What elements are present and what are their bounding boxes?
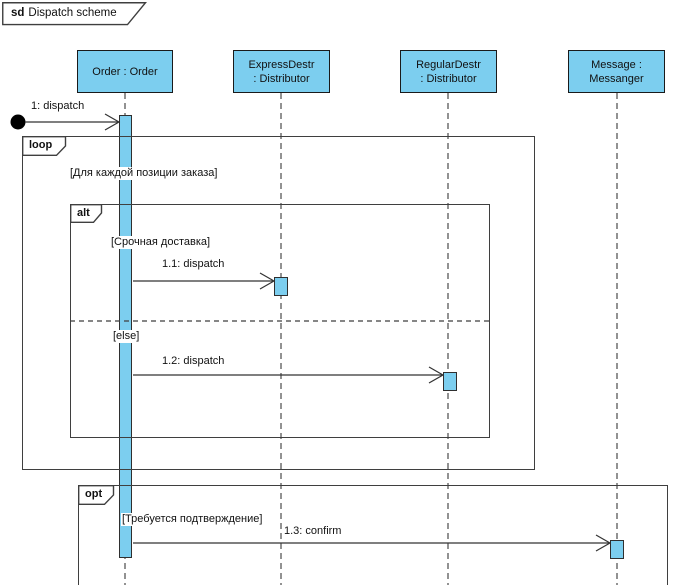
pentagon-shape — [70, 204, 103, 223]
lifeline-head-express-destr: ExpressDestr: Distributor — [233, 50, 330, 93]
pentagon-shape — [22, 136, 67, 156]
title-name: Dispatch scheme — [28, 7, 117, 19]
message-label-1: 1: dispatch — [30, 100, 86, 113]
arrowhead-icon — [104, 113, 121, 131]
fragment-opt — [78, 485, 668, 585]
message-label-1-3: 1.3: confirm — [283, 525, 343, 538]
arrowhead-icon — [428, 366, 445, 384]
activation-regular-destr — [443, 372, 457, 391]
arrowhead-icon — [259, 272, 276, 290]
lifeline-head-messanger: Message :Messanger — [568, 50, 665, 93]
activation-messanger — [610, 540, 624, 559]
guard-alt-1: [Срочная доставка] — [110, 236, 212, 249]
guard-loop: [Для каждой позиции заказа] — [69, 167, 219, 180]
message-label-1-1: 1.1: dispatch — [161, 258, 226, 271]
initial-node-icon — [10, 114, 26, 130]
lifeline-name: Message : — [591, 58, 642, 71]
guard-alt-else: [else] — [112, 330, 141, 343]
activation-express-destr — [274, 277, 288, 296]
lifeline-name: Order : Order — [92, 65, 158, 78]
operator-text: opt — [85, 488, 103, 500]
lifeline-name-line2: : Distributor — [420, 72, 477, 85]
lifeline-name-line2: Messanger — [589, 72, 644, 85]
lifeline-name: ExpressDestr — [248, 58, 315, 71]
operator-text: loop — [29, 139, 53, 151]
fragment-loop-label: loop — [22, 136, 67, 156]
operator-text: alt — [77, 207, 90, 219]
title-pentagon-shape — [2, 2, 147, 26]
fragment-alt-label: alt — [70, 204, 103, 223]
message-label-1-2: 1.2: dispatch — [161, 355, 226, 368]
fragment-loop — [22, 136, 535, 470]
title-keyword: sd — [11, 7, 25, 19]
lifeline-name-line2: : Distributor — [253, 72, 310, 85]
pentagon-shape — [78, 485, 115, 505]
lifeline-head-order: Order : Order — [77, 50, 173, 93]
lifeline-head-regular-destr: RegularDestr: Distributor — [400, 50, 497, 93]
lifeline-name: RegularDestr — [416, 58, 481, 71]
arrowhead-icon — [595, 534, 612, 552]
fragment-opt-label: opt — [78, 485, 115, 505]
guard-opt: [Требуется подтверждение] — [121, 513, 264, 526]
